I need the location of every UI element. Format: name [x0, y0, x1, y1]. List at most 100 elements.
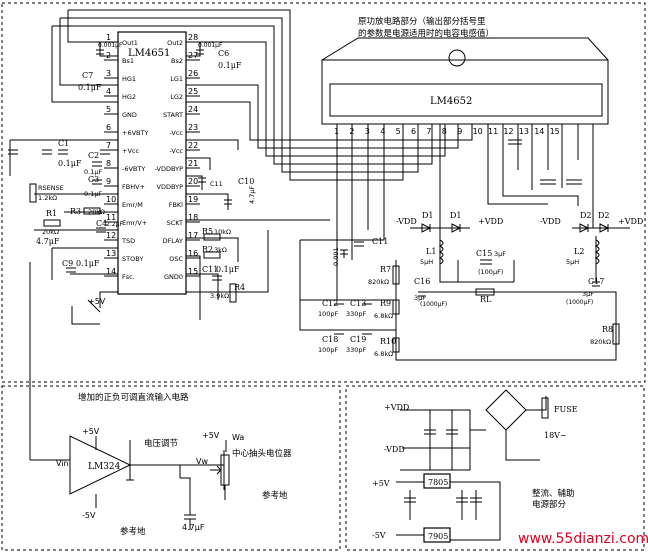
lm4651-pin-number: 14: [106, 267, 116, 276]
output-diodes-inductors: [421, 223, 610, 265]
lm4652-pin-number: 9: [457, 127, 462, 136]
c11-mid-label: C11: [372, 237, 388, 246]
l2-inductor: [594, 239, 600, 265]
d1-label: D1: [422, 211, 434, 220]
lm4651-pin-name: -Vcc: [169, 147, 183, 155]
c16-value: 3μF: [414, 294, 426, 302]
lm4651-pin-number: 17: [188, 231, 198, 240]
lm4651-pin-name: Out2: [167, 39, 183, 47]
lm4651-left-pins: 1Out12Bs13HG14HG25GND6+6VBTY7+Vcc8-6VBTY…: [104, 33, 148, 281]
c17-value: 3μF: [582, 290, 594, 298]
opamp-vp: +5V: [82, 427, 100, 436]
c15-alt: (100μF): [478, 268, 503, 276]
rsense-label: RSENSE: [38, 184, 64, 192]
c11-right-label: C11: [210, 180, 223, 188]
r2-value: 3kΩ: [214, 246, 227, 254]
r2-resistor: [203, 251, 221, 259]
input-circuit: LM324 +5V -5V Vin Vw 电压调节 Wa 中心抽头电位器 +5V…: [56, 427, 292, 537]
voltage-adj-label: 电压调节: [144, 438, 179, 449]
r1-value: 20kΩ: [42, 228, 59, 236]
lm4652-pin-number: 6: [411, 127, 416, 136]
c7-label: C7: [82, 71, 93, 80]
vw-label: Vw: [196, 457, 208, 466]
r3-value: 20kΩ: [88, 208, 105, 216]
lm4652-pin-number: 4: [380, 127, 385, 136]
l2-value: 5μH: [566, 258, 579, 266]
c9-value: 0.1μF: [76, 259, 100, 268]
lm4651-pin-number: 13: [106, 249, 116, 258]
lm4651-pin-name: -VDDBYP: [155, 165, 183, 173]
lm4651-pin-number: 7: [106, 141, 111, 150]
lm4652-pin-number: 15: [550, 127, 560, 136]
lm4651-pin-number: 20: [188, 177, 198, 186]
main-resistors: [29, 183, 620, 353]
psu-n5: -5V: [372, 531, 386, 540]
pot-label: 中心抽头电位器: [232, 448, 292, 459]
r3-resistor: [83, 207, 101, 215]
c6-value: 0.1μF: [218, 61, 242, 70]
lm4651-pin-number: 12: [106, 231, 116, 240]
r8-label: R8: [602, 325, 613, 334]
r9-resistor: [392, 299, 400, 315]
watermark: www.55dianzi.com: [518, 531, 648, 547]
lm4651-pin-name: HG2: [122, 93, 136, 101]
lm4651-right-pins: 28Out227Bs226LG125LG224START23-Vcc22-Vcc…: [155, 33, 200, 281]
switch-plus5v: +5V: [88, 297, 106, 306]
lm4652-pin-number: 7: [426, 127, 431, 136]
lm4651-pin-number: 19: [188, 195, 198, 204]
main-amp-section-frame: [1, 2, 646, 383]
ac-label: 18V~: [544, 431, 567, 440]
pos-vdd-1: +VDD: [478, 217, 503, 226]
c-in-value: 4.7μF: [36, 237, 60, 246]
r5-resistor: [203, 233, 221, 241]
c4-value: 2.2μF: [106, 221, 123, 228]
c7-inner-value: 0.001μF: [98, 42, 123, 49]
lm4651-pin-name: Fsc.: [122, 273, 135, 281]
opamp-vn: -5V: [82, 511, 96, 520]
lm324-opamp: [69, 435, 132, 495]
lm4651-pin-name: SCKT: [167, 219, 183, 227]
psu-title-line2: 电源部分: [532, 499, 567, 510]
lm4651-pin-name: LG1: [170, 75, 183, 83]
reg-7905-label: 7905: [428, 532, 448, 541]
lm4651-pin-number: 4: [106, 87, 111, 96]
c18-label: C18: [322, 335, 338, 344]
lm4651-pin-number: 1: [106, 33, 111, 42]
lm4651-pin-number: 9: [106, 177, 111, 186]
r7-resistor: [392, 265, 400, 285]
lm4652-label: LM4652: [430, 96, 472, 107]
lm4651-pin-name: Emr/M: [122, 201, 143, 209]
lm4651-pin-name: Bs1: [122, 57, 134, 65]
c18-value: 100pF: [318, 346, 339, 354]
lm4651-pin-name: STOBY: [122, 255, 143, 263]
d1-diode: [421, 223, 432, 233]
ref-ground-1: 参考地: [262, 490, 288, 501]
r8-resistor: [612, 323, 620, 345]
lm4651-pin-number: 8: [106, 159, 111, 168]
psu-circuit: 7805 7905 +VDD -VDD FUSE 18V~ +5V -5V: [372, 389, 578, 543]
c2-label: C2: [88, 151, 99, 160]
lm4651-pin-number: 25: [188, 87, 198, 96]
c16-alt: (1000μF): [420, 301, 447, 308]
rsense-value: 1.2kΩ: [38, 194, 57, 202]
c1-label: C1: [58, 139, 69, 148]
input-section-title: 增加的正负可调直流输入电路: [78, 392, 189, 403]
lm4651-pin-number: 28: [188, 33, 198, 42]
lm4651-pin-number: 11: [106, 213, 116, 222]
r4-label: R4: [234, 283, 245, 292]
lm4651-pin-number: 21: [188, 159, 198, 168]
lm4651-pin-number: 26: [188, 69, 198, 78]
d2-diode: [579, 223, 590, 233]
fuse-label: FUSE: [554, 405, 578, 414]
r1-resistor: [43, 219, 61, 227]
d1b-diode: [451, 223, 462, 233]
reg-7805-label: 7805: [428, 478, 448, 487]
lm4651-pin-name: START: [163, 111, 183, 119]
c13-value: 330pF: [346, 310, 367, 318]
psu-section-frame: [345, 385, 645, 551]
pos-vdd-2: +VDD: [618, 217, 643, 226]
lm4651-pin-number: 16: [188, 249, 198, 258]
r7-label: R7: [380, 265, 391, 274]
